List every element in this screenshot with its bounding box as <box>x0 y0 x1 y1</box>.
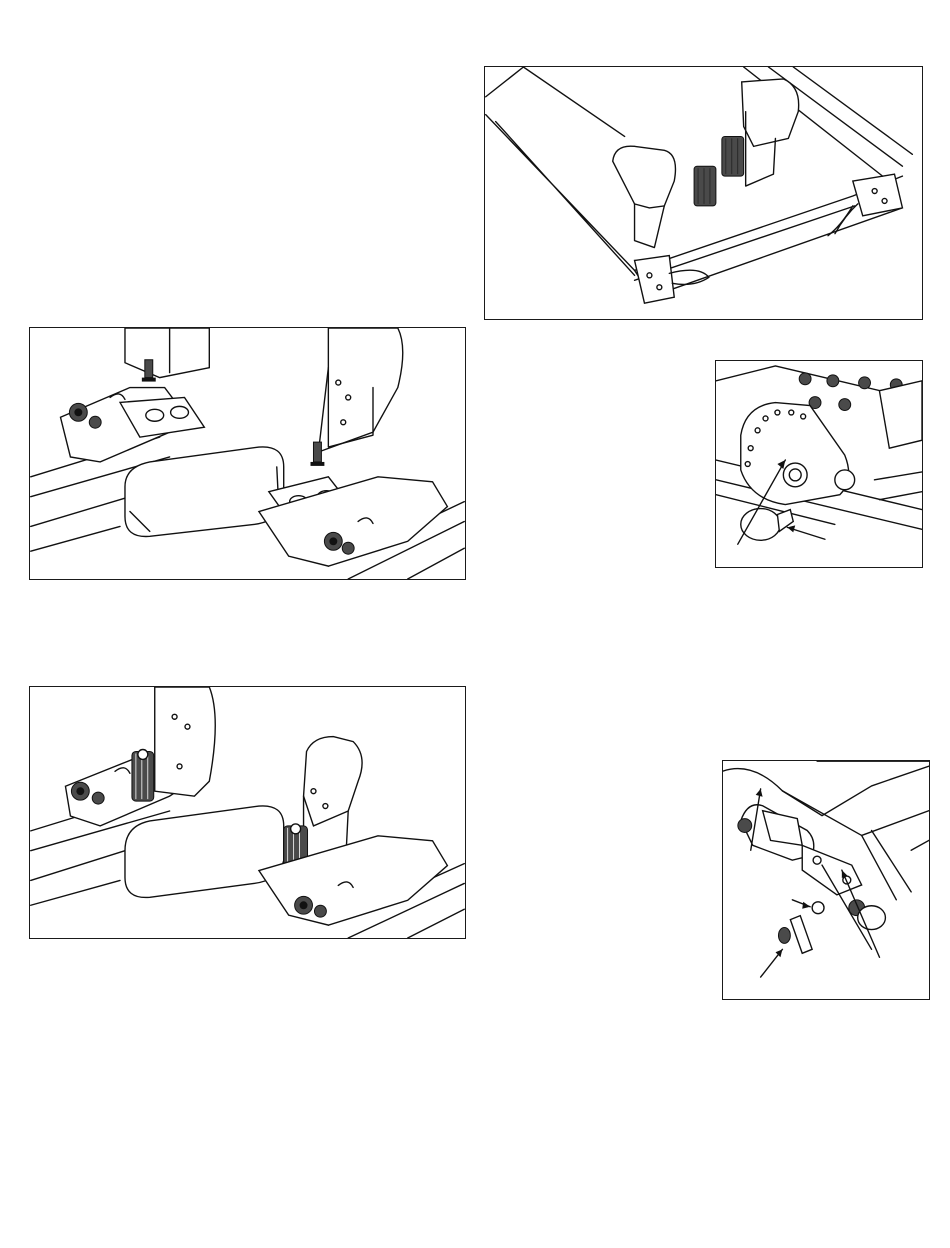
figure-hinge-knob <box>715 360 923 568</box>
figure-posts-installed <box>29 686 466 939</box>
bolt-assembly-drawing <box>723 761 929 999</box>
hinge-knob-drawing <box>716 361 922 567</box>
frame-overview-drawing <box>485 67 922 319</box>
figure-frame-overview <box>484 66 923 320</box>
figure-bolt-assembly <box>722 760 930 1000</box>
figure-mount-plates <box>29 327 466 580</box>
mount-plates-drawing <box>30 328 465 579</box>
posts-installed-drawing <box>30 687 465 938</box>
